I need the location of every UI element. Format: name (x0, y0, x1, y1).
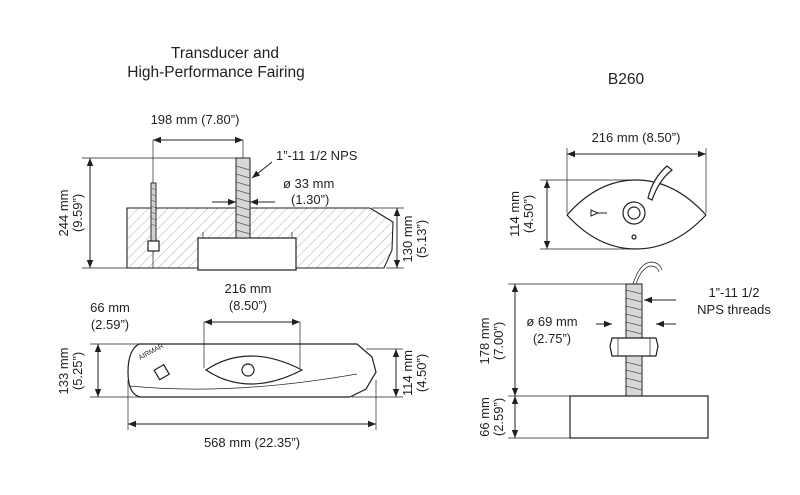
b260-side-view (569, 261, 709, 439)
dim-stem-dia: ø 33 mm (1.30”) (212, 176, 334, 207)
b260-top-view (566, 165, 707, 250)
label-stem-below: 66 mm (90, 300, 130, 315)
label-height-fairing: 130 mm (400, 216, 415, 263)
label-height-bottom-left-in: (5.25”) (70, 352, 85, 390)
label-width-top: 198 mm (7.80”) (151, 112, 240, 127)
label-b260-stem-height-in: (7.00”) (491, 322, 506, 360)
label-height-bottom-right: 114 mm (400, 350, 415, 396)
dim-b260-height-top: 114 mm (4.50”) (507, 179, 636, 250)
dim-height-bottom-right: 114 mm (4.50”) (352, 348, 429, 398)
label-length-total: 568 mm (22.35”) (204, 435, 300, 450)
label-b260-thread: 1”-11 1/2 (708, 285, 759, 300)
dim-b260-thread: 1”-11 1/2 NPS threads (644, 285, 771, 317)
dim-b260-nut-dia: ø 69 mm (2.75”) (526, 314, 676, 346)
fairing-side-view (126, 157, 394, 271)
dim-height-bottom-left: 133 mm (5.25”) (56, 343, 140, 398)
dim-b260-width-top: 216 mm (8.50”) (566, 130, 707, 213)
dim-height-fairing: 130 mm (5.13”) (372, 207, 429, 269)
label-width-fairing-bottom: 216 mm (225, 281, 272, 296)
label-b260-stem-height: 178 mm (477, 318, 492, 365)
label-b260-body-height-in: (2.59”) (491, 398, 506, 436)
label-height-bottom-right-in: (4.50”) (414, 354, 429, 392)
label-b260-thread-2: NPS threads (697, 302, 771, 317)
label-width-fairing-bottom-in: (8.50”) (229, 298, 267, 313)
dim-b260-body-height: 66 mm (2.59”) (477, 396, 570, 439)
dim-width-fairing-bottom: 216 mm (8.50”) (203, 281, 301, 368)
dim-height-total: 244 mm (9.59”) (56, 157, 236, 269)
title-right: B260 (608, 71, 645, 88)
label-height-total-in: (9.59”) (70, 194, 85, 232)
label-b260-height-top: 114 mm (507, 191, 522, 237)
label-b260-nut-dia-in: (2.75”) (533, 331, 571, 346)
label-stem-dia-in: (1.30”) (291, 192, 329, 207)
label-b260-nut-dia: ø 69 mm (526, 314, 577, 329)
dim-length-total: 568 mm (22.35”) (127, 380, 377, 450)
fairing-top-view: AIRMAR (127, 343, 377, 398)
dim-thread-left: 1”-11 1/2 NPS (251, 148, 358, 179)
label-stem-dia: ø 33 mm (283, 176, 334, 191)
title-left-line-1: Transducer and (171, 45, 279, 62)
label-height-fairing-in: (5.13”) (414, 220, 429, 258)
dim-b260-stem-height: 178 mm (7.00”) (477, 283, 626, 397)
label-height-total: 244 mm (56, 190, 71, 237)
label-b260-body-height: 66 mm (477, 397, 492, 437)
label-b260-height-top-in: (4.50”) (521, 195, 536, 233)
label-thread-left: 1”-11 1/2 NPS (276, 148, 358, 163)
label-b260-width-top: 216 mm (8.50”) (592, 130, 681, 145)
title-left-line-2: High-Performance Fairing (127, 64, 304, 81)
dim-stem-below: 66 mm (2.59”) (90, 300, 130, 332)
label-height-bottom-left: 133 mm (56, 348, 71, 395)
label-stem-below-in: (2.59”) (91, 317, 129, 332)
dim-width-top: 198 mm (7.80”) (151, 112, 244, 183)
